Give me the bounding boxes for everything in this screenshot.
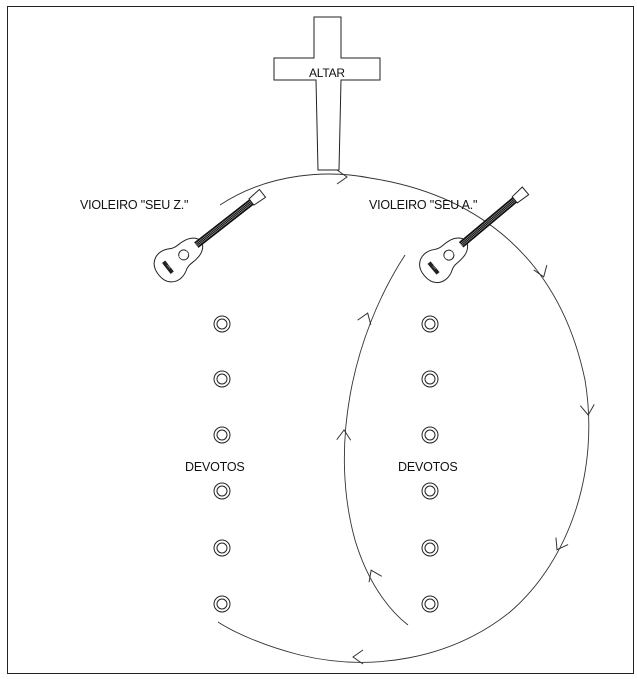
chevron-arrow-icon [357,312,372,326]
devoto-icon [421,370,439,388]
devotos-left-label: DEVOTOS [185,460,245,474]
devoto-icon [421,482,439,500]
chevron-arrow-icon [352,649,364,665]
devoto-icon [213,539,231,557]
guitar-icon [153,188,267,283]
guitar-icon [419,186,530,284]
chevron-arrow-icon [533,264,548,278]
guitars [153,186,530,284]
altar-label: ALTAR [309,66,345,80]
devoto-icon [213,595,231,613]
chevron-arrow-icon [555,537,569,551]
devoto-icon [213,370,231,388]
devoto-icon [421,595,439,613]
devoto-icon [213,482,231,500]
procession-path [217,173,590,663]
devoto-icon [213,426,231,444]
devotos-right-label: DEVOTOS [398,460,458,474]
devoto-icon [421,315,439,333]
violeiro-left-label: VIOLEIRO "SEU Z." [80,198,189,212]
chevron-arrow-icon [579,404,595,416]
chevron-arrow-icon [336,169,348,185]
direction-arrows [336,169,595,665]
diagram-frame [7,6,634,674]
chevron-arrow-icon [336,429,352,441]
devoto-icon [421,539,439,557]
devoto-icon [213,315,231,333]
cross-icon [273,16,381,171]
violeiro-right-label: VIOLEIRO "SEU A." [369,198,478,212]
chevron-arrow-icon [368,569,382,583]
devoto-icon [421,426,439,444]
devotos-circles [213,315,439,613]
